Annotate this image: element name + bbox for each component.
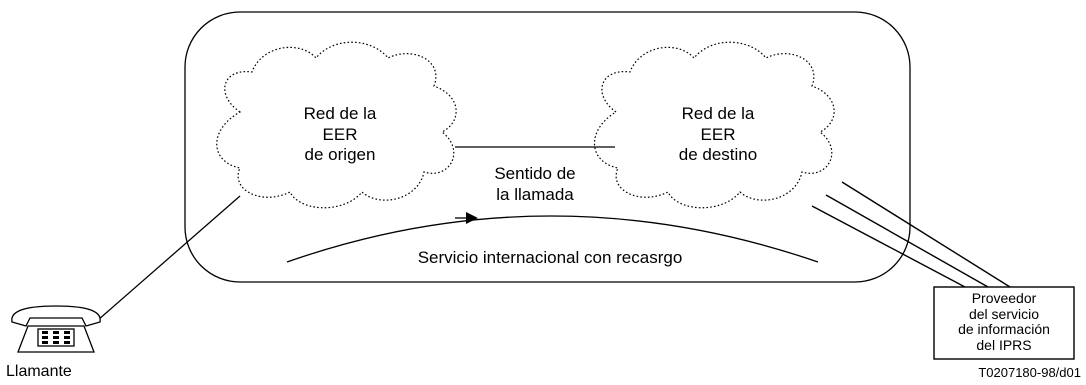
origin-network-line-1: Red de la [303,104,377,123]
caller-label: Llamante [6,363,72,380]
call-direction-label: Sentido de la llamada [470,164,600,205]
telephone-icon [11,305,101,353]
caller-access-line [97,195,241,321]
origin-network-line-3: de origen [304,145,376,165]
call-direction-line-1: Sentido de [494,164,576,183]
origin-network-line-2: EER [322,124,358,144]
provider-box [933,286,1075,360]
destination-network-label: Red de la EER de destino [638,104,798,166]
service-boundary [184,11,911,283]
provider-label: Proveedor del servicio de información de… [929,290,1079,354]
provider-line-1: Proveedor [971,290,1037,306]
destination-network-line-3: de destino [678,145,758,165]
provider-line-4: del IPRS [976,337,1032,354]
destination-network-line-2: EER [700,124,736,144]
figure-code: T0207180-98/d01 [978,365,1081,380]
provider-access-lines [811,181,1011,288]
provider-line-3: de información [958,321,1050,338]
provider-line-2: del servicio [968,305,1040,322]
call-direction-arrowhead [466,212,478,224]
origin-network-cloud [216,41,457,209]
service-curve [286,215,819,263]
destination-network-line-1: Red de la [681,104,755,123]
origin-network-label: Red de la EER de origen [260,104,420,166]
call-direction-line-2: la llamada [496,184,574,204]
service-label: Servicio internacional con recasrgo [417,248,683,267]
destination-network-cloud [593,41,835,209]
